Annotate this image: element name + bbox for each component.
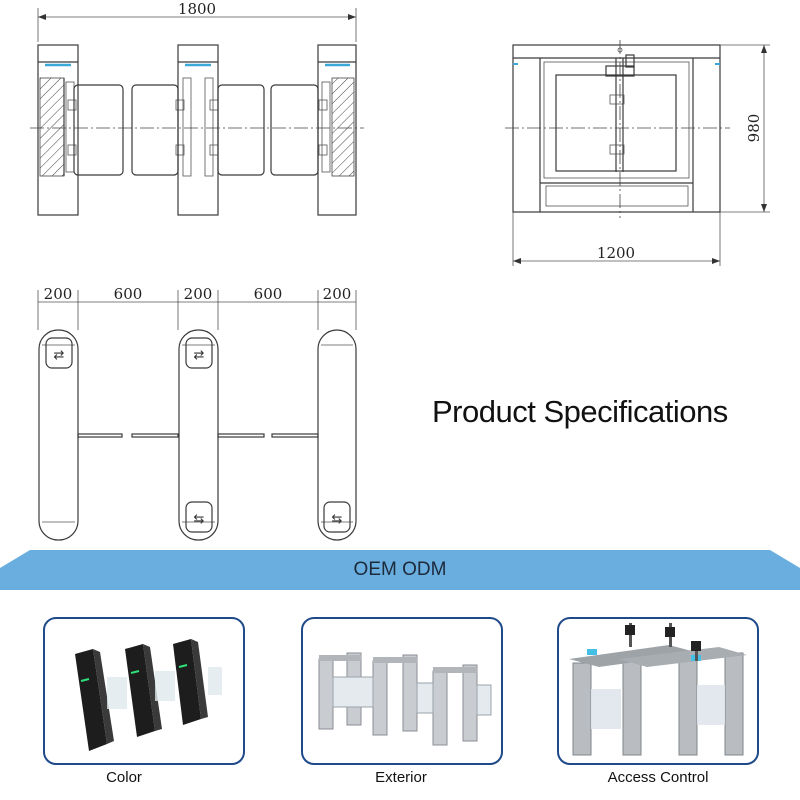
svg-text:⇄: ⇄ [194,348,205,363]
side-height-dimension: 980 [745,114,763,143]
steel-turnstile-image [318,652,492,746]
option-card-exterior[interactable] [301,617,503,765]
plan-dim-lane-right: 600 [254,285,283,303]
option-card-color[interactable] [43,617,245,765]
svg-text:⇆: ⇆ [194,512,205,527]
option-label-color: Color [106,769,142,786]
plan-view-drawing: 200 600 200 600 200 ⇄ ⇄ ⇆ ⇆ [37,285,357,541]
side-width-dimension: 1200 [597,244,635,262]
option-card-access-control[interactable] [557,617,759,765]
oem-banner [0,550,800,590]
front-elevation-drawing: 1800 [30,0,364,216]
black-turnstile-image [75,639,222,751]
svg-text:⇆: ⇆ [332,512,343,527]
plan-dim-pedestal-middle: 200 [184,285,213,303]
option-label-access-control: Access Control [607,769,709,786]
option-label-exterior: Exterior [375,769,427,786]
access-control-turnstile-image [569,623,747,756]
page-title: Product Specifications [432,394,728,429]
plan-dim-lane-left: 600 [114,285,143,303]
top-width-dimension: 1800 [178,0,216,18]
svg-text:⇄: ⇄ [54,348,65,363]
plan-dim-pedestal-left: 200 [44,285,73,303]
oem-banner-label: OEM ODM [353,559,447,580]
plan-dim-pedestal-right: 200 [323,285,352,303]
side-elevation-drawing: 980 1200 [505,40,770,266]
technical-drawings: 1800 [30,0,770,541]
